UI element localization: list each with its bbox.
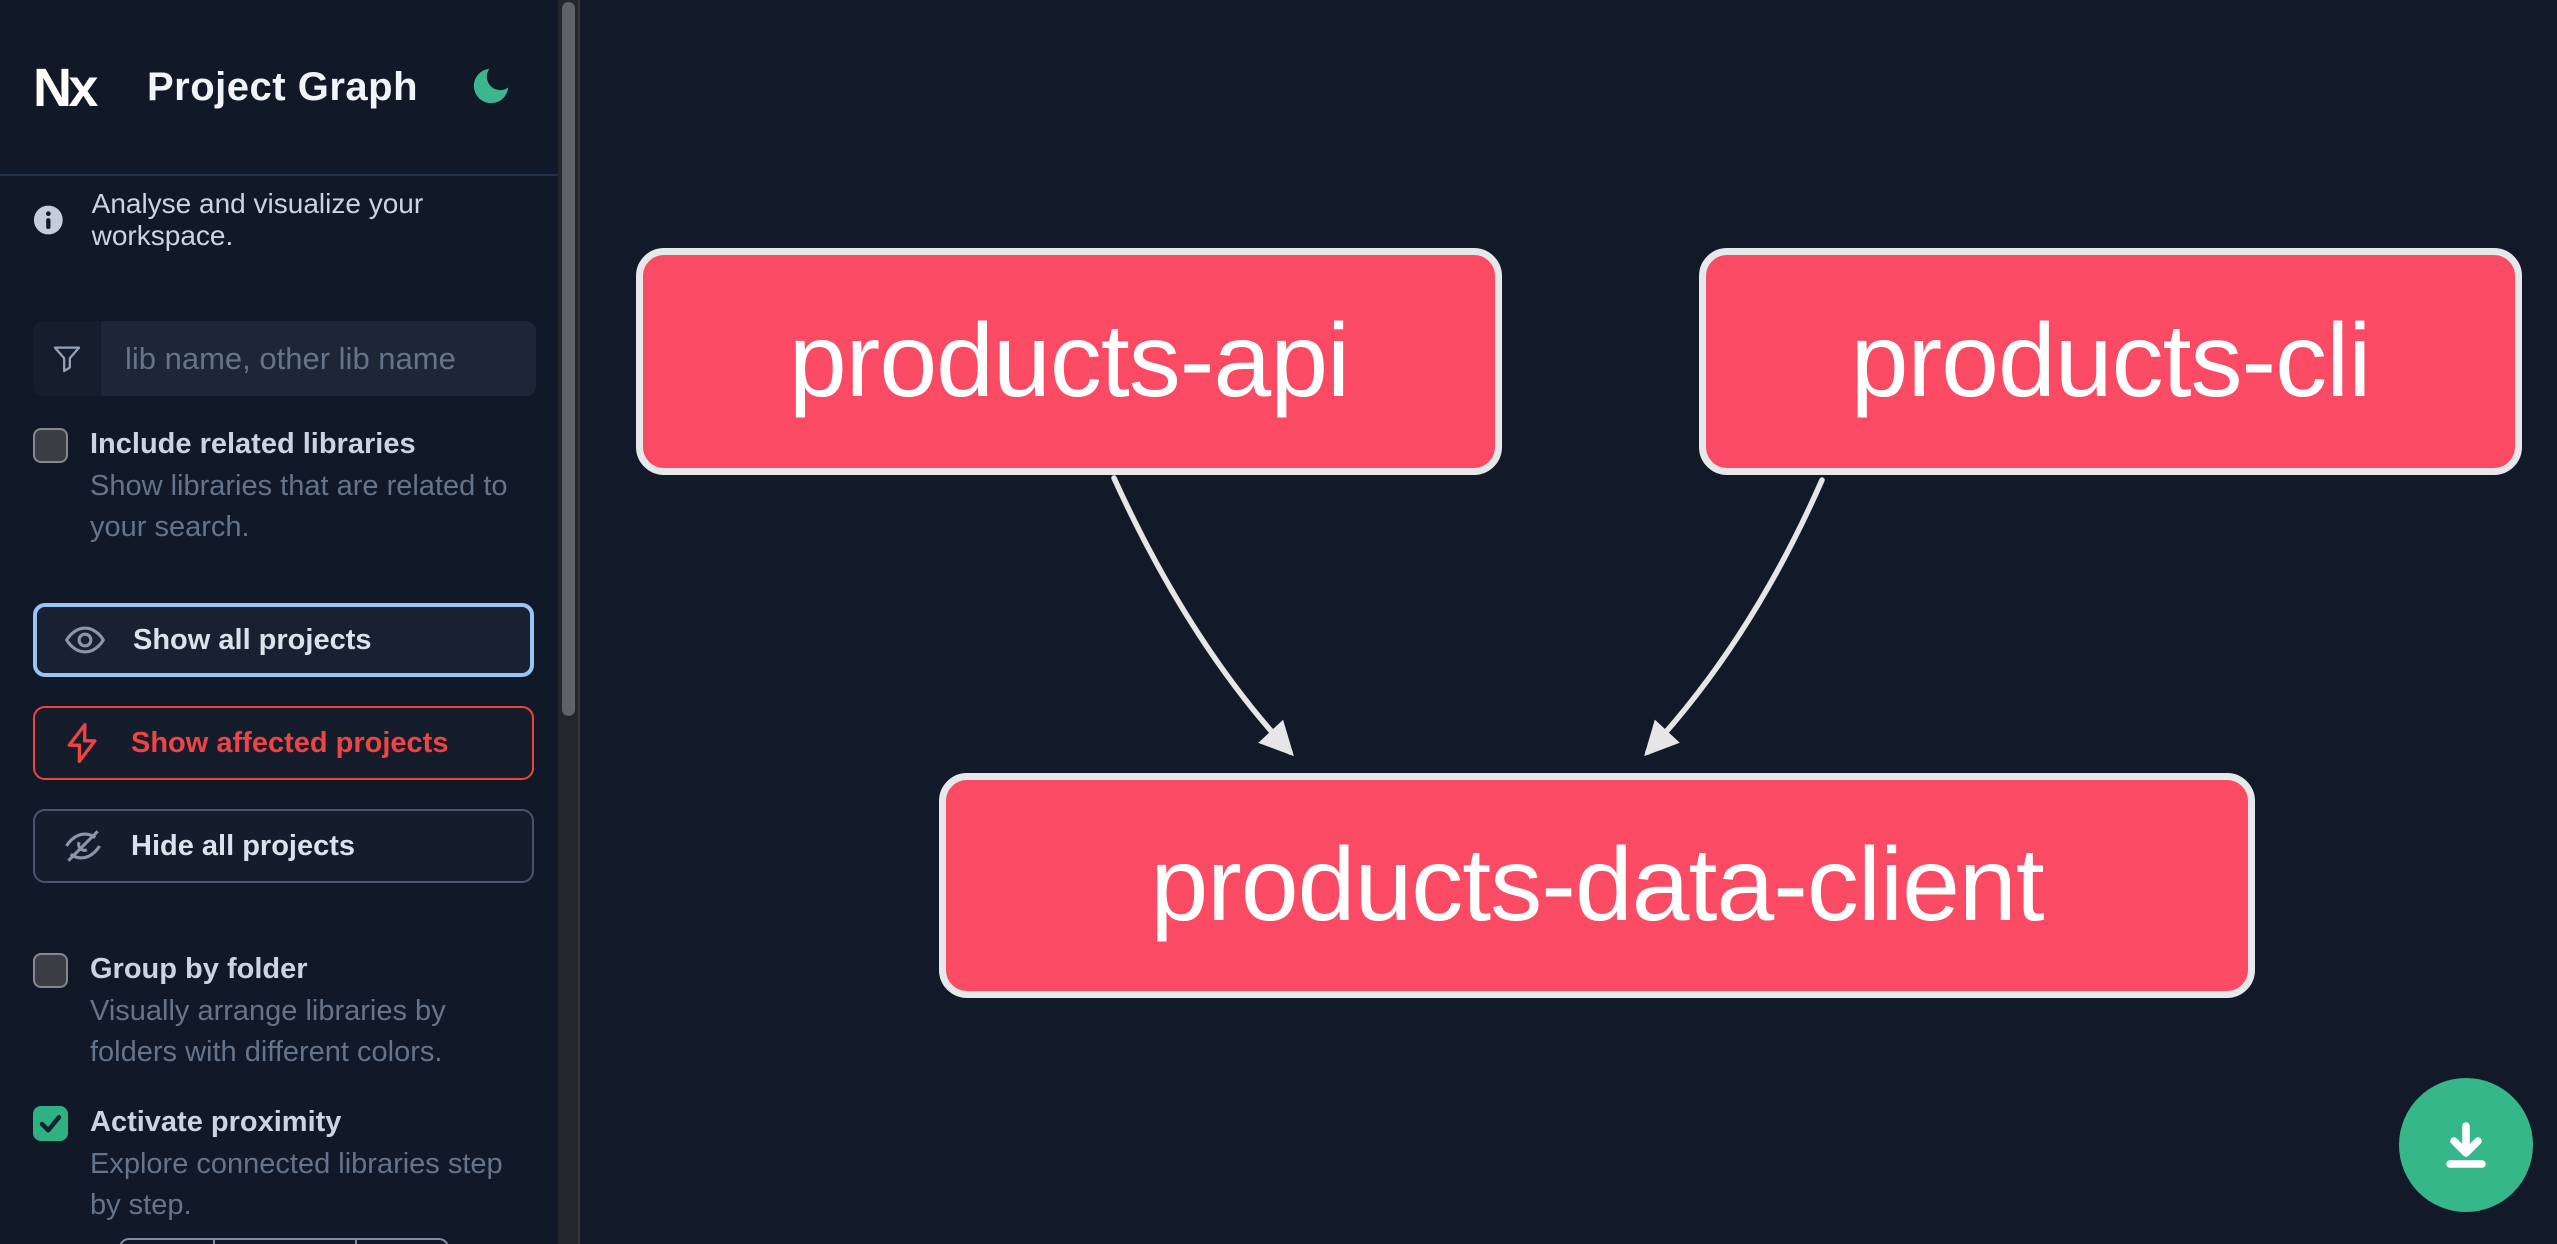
nx-logo-icon: Nx xyxy=(33,58,102,118)
graph-node-products-data-client[interactable]: products-data-client xyxy=(939,773,2255,998)
activate-proximity-label: Activate proximity xyxy=(90,1106,342,1138)
moon-icon xyxy=(473,68,509,103)
activate-proximity-checkbox[interactable] xyxy=(33,1106,68,1141)
workspace-tagline-row: Analyse and visualize your workspace. xyxy=(33,188,525,251)
graph-node-products-cli[interactable]: products-cli xyxy=(1699,248,2522,475)
search-input[interactable] xyxy=(101,321,536,396)
group-by-folder-label: Group by folder xyxy=(90,953,308,985)
download-graph-button[interactable] xyxy=(2399,1078,2533,1212)
project-visibility-buttons: Show all projects Show affected projects… xyxy=(33,603,558,883)
graph-edges xyxy=(1111,475,1825,757)
show-all-projects-label: Show all projects xyxy=(133,623,372,656)
proximity-stepper-segment[interactable] xyxy=(215,1238,357,1244)
edge-products-cli-to-products-data-client xyxy=(1644,477,1825,757)
include-related-description: Show libraries that are related to your … xyxy=(90,470,508,543)
check-icon xyxy=(39,1115,62,1133)
activate-proximity-checkbox-group[interactable]: Activate proximity Explore connected lib… xyxy=(33,1103,525,1226)
search-box xyxy=(33,321,536,396)
proximity-stepper-segment[interactable] xyxy=(357,1238,449,1244)
edge-products-api-to-products-data-client xyxy=(1111,475,1294,757)
hide-all-projects-button[interactable]: Hide all projects xyxy=(33,809,534,883)
search-icon-cell xyxy=(33,321,101,396)
proximity-stepper-control xyxy=(119,1238,449,1244)
filter-funnel-icon xyxy=(53,346,81,372)
group-by-folder-checkbox[interactable] xyxy=(33,953,68,988)
graph-node-products-api[interactable]: products-api xyxy=(636,248,1502,475)
theme-toggle-button[interactable] xyxy=(463,59,519,115)
workspace-tagline: Analyse and visualize your workspace. xyxy=(91,188,424,251)
lightning-bolt-icon xyxy=(67,723,97,763)
include-related-checkbox[interactable] xyxy=(33,428,68,463)
page-title: Project Graph xyxy=(147,64,419,109)
eye-icon xyxy=(64,626,106,654)
graph-canvas[interactable]: products-api products-cli products-data-… xyxy=(580,0,2557,1244)
sidebar-scrollbar-track[interactable] xyxy=(558,0,580,1244)
sidebar-header: Nx Project Graph xyxy=(0,0,558,176)
activate-proximity-description: Explore connected libraries step by step… xyxy=(90,1148,503,1221)
group-by-folder-checkbox-group[interactable]: Group by folder Visually arrange librari… xyxy=(33,950,525,1073)
include-related-checkbox-group[interactable]: Include related libraries Show libraries… xyxy=(33,425,525,548)
show-affected-projects-label: Show affected projects xyxy=(131,726,449,759)
show-all-projects-button[interactable]: Show all projects xyxy=(33,603,534,677)
show-affected-projects-button[interactable]: Show affected projects xyxy=(33,706,534,780)
sidebar-scrollbar-thumb[interactable] xyxy=(562,2,575,716)
nx-logo-text: Nx xyxy=(33,58,98,118)
download-icon xyxy=(2446,1122,2486,1168)
hide-all-projects-label: Hide all projects xyxy=(131,829,356,862)
include-related-label: Include related libraries xyxy=(90,428,416,460)
eye-off-icon xyxy=(65,830,101,862)
group-by-folder-description: Visually arrange libraries by folders wi… xyxy=(90,995,446,1068)
info-icon xyxy=(33,205,63,235)
sidebar: Nx Project Graph Analyse and visualize y… xyxy=(0,0,558,1244)
proximity-stepper-segment[interactable] xyxy=(119,1238,215,1244)
